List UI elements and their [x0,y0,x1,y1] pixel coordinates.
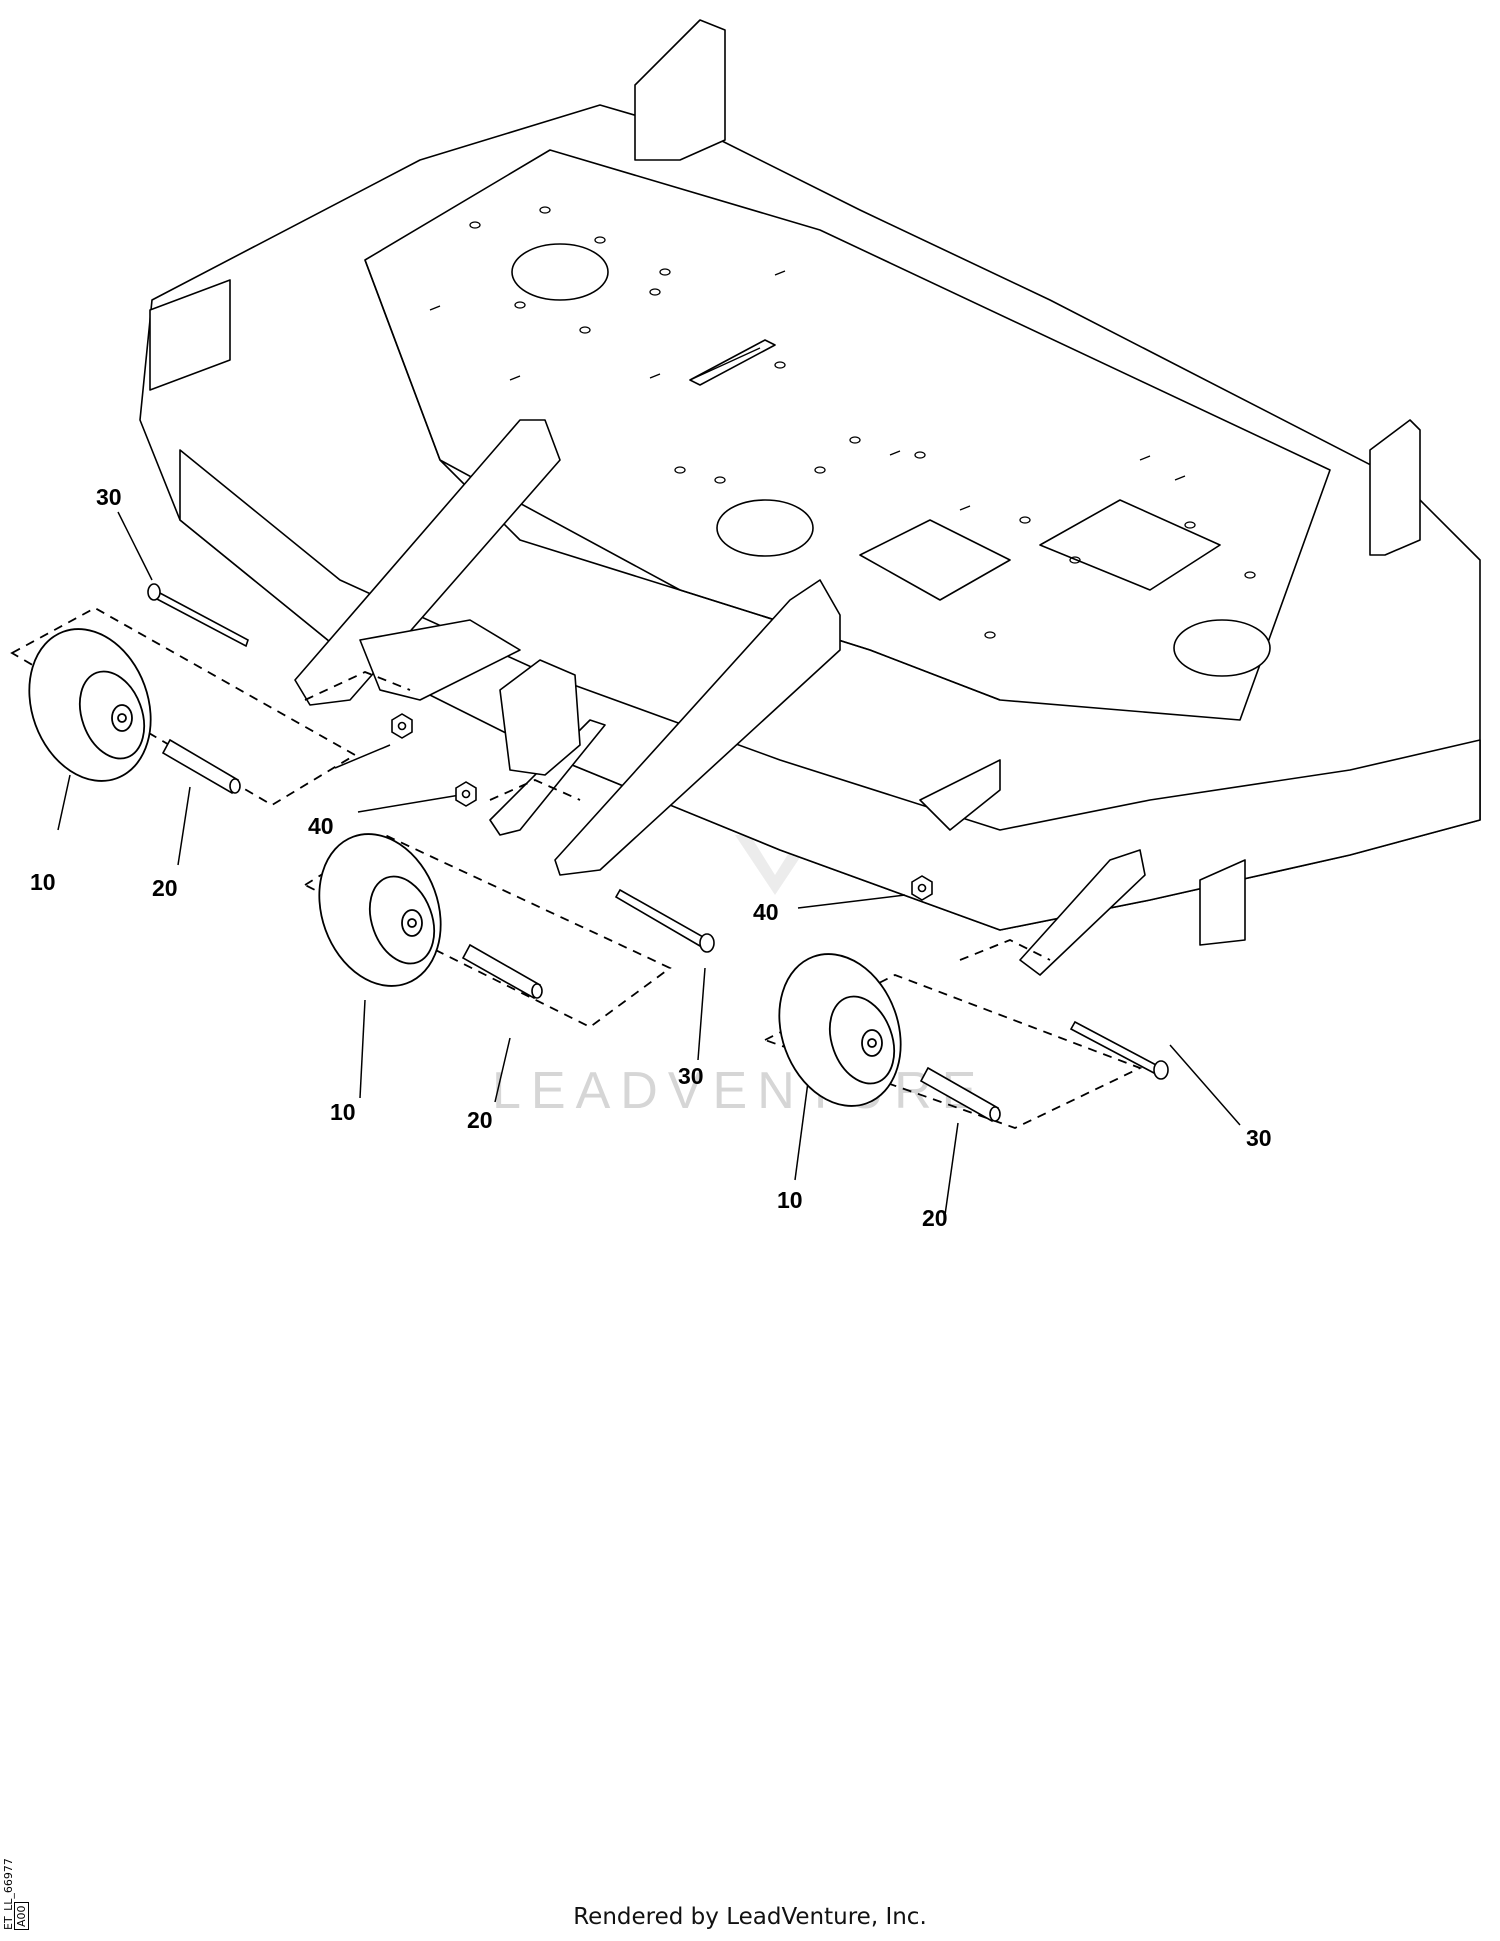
callouts: 30 10 20 40 10 20 30 40 30 10 20 [30,484,1272,1231]
wheel-2 [318,833,442,987]
callout-30: 30 [96,484,122,510]
callout-30: 30 [1246,1125,1272,1151]
callout-10: 10 [777,1187,803,1213]
callout-40: 40 [308,813,334,839]
callout-30: 30 [678,1063,704,1089]
nut-parts [391,713,933,901]
callout-20: 20 [152,875,178,901]
wheel-parts [28,628,902,1107]
rendered-by-footer: Rendered by LeadVenture, Inc. [573,1904,927,1930]
deck-holes [429,206,1256,639]
bolt-3 [1069,1020,1169,1080]
callout-10: 10 [30,869,56,895]
callout-20: 20 [922,1205,948,1231]
callout-40: 40 [753,899,779,925]
wheel-3 [778,953,902,1107]
mower-deck [139,19,1481,976]
wheel-1 [28,628,152,782]
leader-lines [57,511,1241,1216]
bolt-parts [147,583,1169,1080]
bolt-2 [614,888,715,953]
watermark-text: LEADVENTURE [492,1062,986,1120]
callout-20: 20 [467,1107,493,1133]
bushing-parts [161,738,1001,1123]
callout-10: 10 [330,1099,356,1125]
bolt-1 [147,583,249,648]
